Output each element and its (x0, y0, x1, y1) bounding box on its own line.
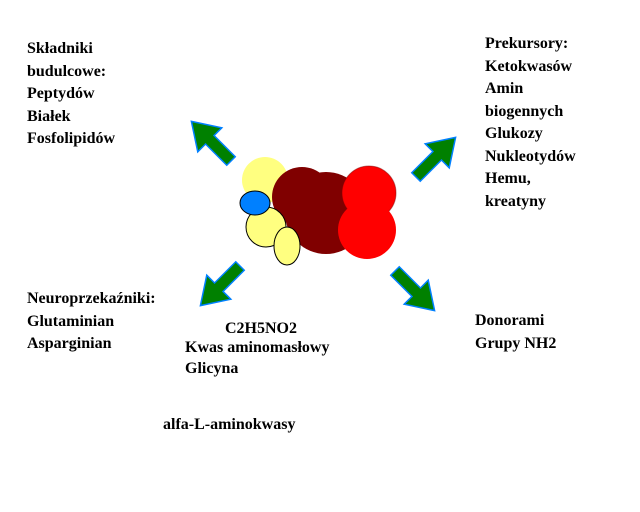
text-line: Ketokwasów (485, 57, 573, 75)
precursors-label: Prekursory: Ketokwasów Amin biogennych G… (485, 33, 576, 213)
building-blocks-label: Składniki budulcowe: Peptydów Białek Fos… (27, 38, 115, 151)
text-line: Neuroprzekaźniki: (27, 290, 156, 307)
text-line: Hemu, (485, 170, 531, 187)
text-line: Glukozy (485, 125, 543, 142)
text-line: Amin (485, 80, 524, 97)
text-line: Nukleotydów (485, 147, 576, 165)
text-line: biogennych (485, 102, 564, 120)
text-line: Białek (27, 107, 71, 125)
arrow-down-right-icon (382, 258, 448, 324)
text-line: Asparginian (27, 335, 112, 352)
formula: C2H5NO2 (225, 320, 297, 337)
text-line: Glutaminian (27, 312, 115, 330)
oxygen-atom (338, 201, 396, 259)
text-line: Fosfolipidów (27, 130, 116, 147)
text-line: Grupy NH2 (475, 334, 557, 352)
nitrogen-atom (239, 190, 271, 216)
arrow-up-left-icon (178, 108, 244, 174)
text-line: Peptydów (27, 85, 95, 102)
arrow-up-right-icon (403, 124, 469, 190)
neurotransmitters-label: Neuroprzekaźniki: Glutaminian Asparginia… (27, 288, 156, 356)
text-line: Składniki (27, 40, 93, 57)
compound-name: Kwas aminomasłowy (185, 339, 330, 356)
compound-name-2: Glicyna (185, 360, 239, 377)
hydrogen-atom (273, 226, 301, 266)
footer-label: alfa-L-aminokwasy (163, 416, 296, 433)
text-line: kreatyny (485, 192, 547, 210)
donors-label: Donorami Grupy NH2 (475, 310, 556, 355)
text-line: Prekursory: (485, 35, 569, 52)
arrow-down-left-icon (187, 253, 253, 319)
text-line: Donorami (475, 312, 545, 329)
text-line: budulcowe: (27, 62, 107, 80)
